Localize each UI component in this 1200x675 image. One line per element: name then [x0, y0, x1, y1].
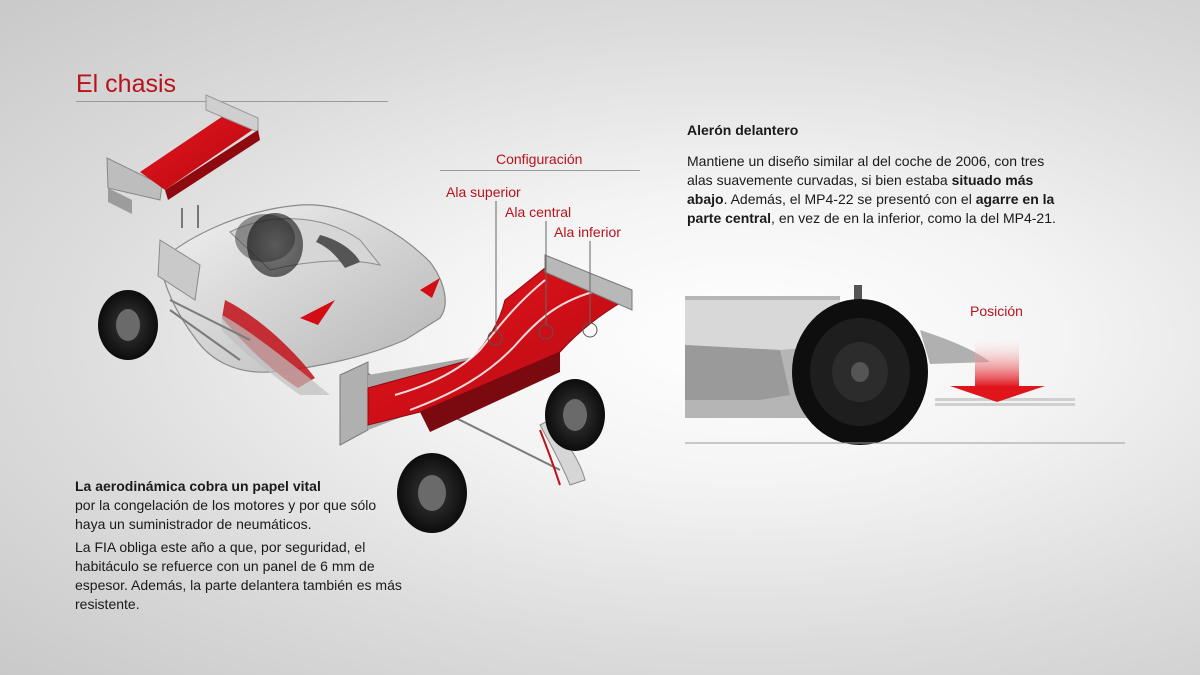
front-wing-description: Mantiene un diseño similar al del coche …	[687, 153, 1056, 226]
rear-left-tyre	[98, 290, 158, 360]
leader-lines	[495, 201, 591, 330]
label-lower-wing: Ala inferior	[554, 224, 621, 240]
rear-wing	[106, 94, 260, 214]
configuration-title: Configuración	[496, 151, 583, 167]
label-position: Posición	[970, 303, 1023, 319]
configuration-divider	[440, 170, 640, 171]
page-title: El chasis	[76, 70, 177, 98]
title-divider	[76, 101, 388, 102]
front-right-tyre	[545, 379, 605, 451]
label-upper-wing: Ala superior	[446, 184, 521, 200]
front-wing-heading: Alerón delantero	[687, 122, 799, 138]
side-view-detail	[685, 285, 1125, 445]
front-wing	[339, 254, 633, 446]
label-central-wing: Ala central	[505, 204, 572, 220]
front-left-tyre	[397, 453, 467, 533]
rear-right-tyre	[247, 213, 303, 277]
aero-paragraph-2: La FIA obliga este año a que, por seguri…	[75, 539, 402, 612]
